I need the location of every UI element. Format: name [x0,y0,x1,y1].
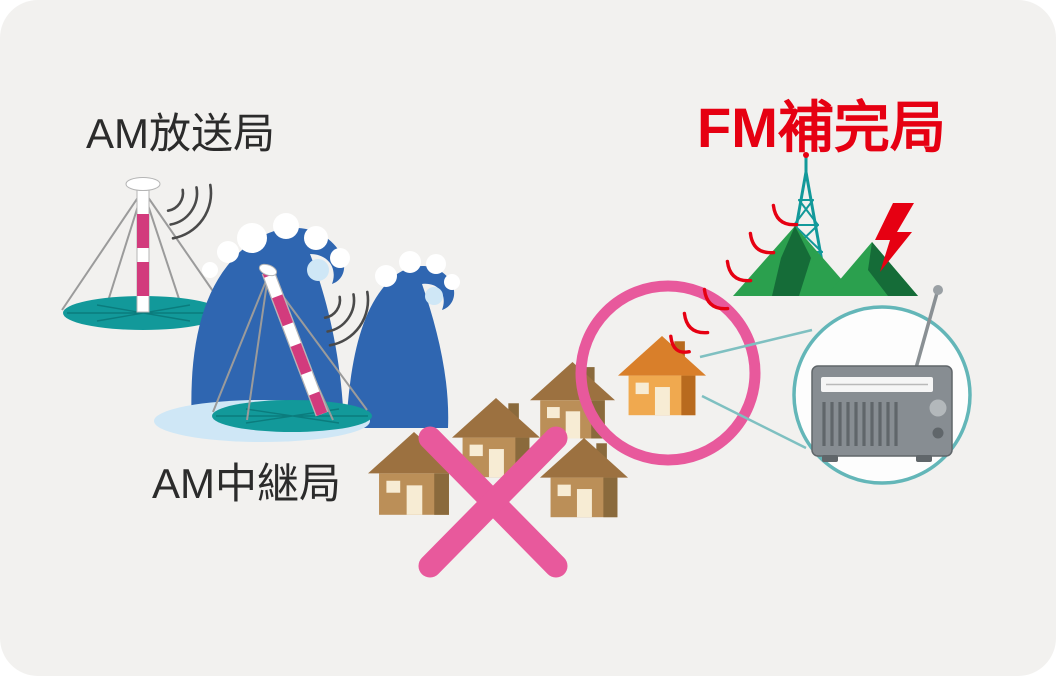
wave-swirls [307,259,443,305]
radio-antenna [914,292,939,369]
fm-station-label: FM補完局 [697,96,946,159]
tower-top-cap [125,177,161,191]
tower-mast-stripe [137,262,149,296]
portable-radio-icon [811,365,953,462]
relay-top-cap [258,263,278,277]
tower-mast-stripe [137,214,149,248]
tower-base-lines [67,304,219,322]
am-station-label: AM放送局 [86,110,275,157]
relay-mast [262,270,328,416]
highlight-circle [575,280,761,466]
radio-speaker-grille [822,402,898,446]
fm-signal-arcs-icon [669,203,799,354]
radio-wave-arcs-icon [166,183,213,240]
highlighted-house [618,336,706,416]
am-relay-label: AM中継局 [152,460,341,507]
radio-antenna-tip [933,285,943,295]
relay-wave-arcs-icon [323,290,370,347]
radio-callout-lines [699,328,813,450]
tower-guy-wires [61,189,227,318]
am-broadcast-tower [61,177,227,330]
blocked-signal-x-icon [418,426,568,578]
tsunami-wave-icon [191,213,460,428]
radio-volume-knob [932,427,944,439]
tower-beacon [803,152,809,158]
radio-tuning-knob [929,399,947,417]
radio-inset [792,285,972,485]
mountains-icon [733,226,918,296]
lightning-bolt-icon [875,203,914,272]
am-relay-tower [154,263,372,442]
wave-foam [202,213,460,290]
